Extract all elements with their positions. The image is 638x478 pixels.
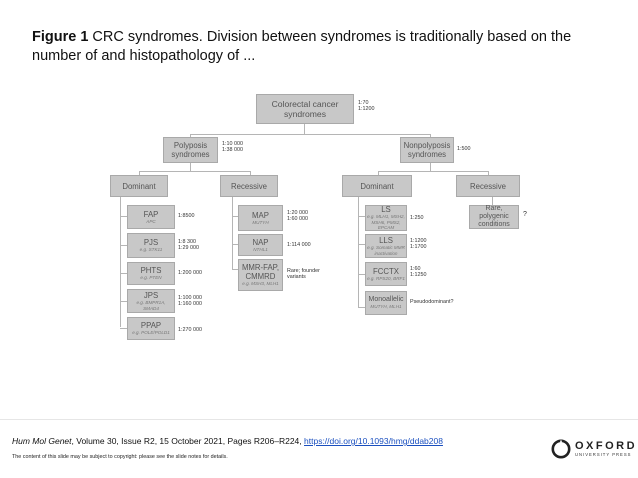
- monoallelic-frequency: Pseudodominant?: [410, 299, 454, 305]
- figure-label: Figure 1: [32, 29, 89, 45]
- map-node: MAP MUTYH: [238, 205, 283, 231]
- pjs-frequency: 1:8 300 1:29 000: [178, 239, 199, 252]
- logo-sub: UNIVERSITY PRESS: [575, 451, 632, 457]
- polyposis-recessive-node: Recessive: [220, 175, 278, 197]
- citation-text: , Volume 30, Issue R2, 15 October 2021, …: [71, 436, 305, 446]
- citation: Hum Mol Genet, Volume 30, Issue R2, 15 O…: [12, 436, 443, 446]
- lls-frequency: 1:1200 1:1700: [410, 238, 427, 251]
- crc-syndromes-node: Colorectal cancer syndromes: [256, 94, 354, 124]
- figure-caption: Figure 1 CRC syndromes. Division between…: [32, 28, 592, 66]
- fap-node: FAP APC: [127, 205, 175, 229]
- oxford-emblem-icon: [551, 439, 571, 459]
- pjs-node: PJS e.g. STK11: [127, 233, 175, 258]
- jps-node: JPS e.g. BMPR1A, SMAD4: [127, 289, 175, 313]
- journal-name: Hum Mol Genet: [12, 436, 72, 446]
- nonpolyposis-syndromes-node: Nonpolyposis syndromes: [400, 137, 454, 163]
- mmr-fap-cmmrd-frequency: Rare; founder variants: [287, 268, 320, 281]
- crc-syndromes-label-2: syndromes: [283, 109, 327, 119]
- polyposis-syndromes-node: Polyposis syndromes: [163, 137, 218, 163]
- mmr-fap-cmmrd-node: MMR-FAP, CMMRD e.g. MSH3, MLH1: [238, 259, 283, 291]
- ls-node: LS e.g. MLH1, MSH2, MSH6, PMS2, EPCAM: [365, 205, 407, 231]
- rare-polygenic-note: ?: [523, 211, 527, 218]
- polyposis-frequency: 1:10 000 1:38 000: [222, 141, 243, 154]
- nap-frequency: 1:114 000: [287, 242, 311, 248]
- lls-node: LLS e.g. Somatic MMR inactivation: [365, 234, 407, 258]
- nap-node: NAP NTHL1: [238, 234, 283, 256]
- monoallelic-node: Monoallelic MUTYH, MLH1: [365, 291, 407, 315]
- polyposis-dominant-node: Dominant: [110, 175, 168, 197]
- fcctx-frequency: 1:60 1:1250: [410, 266, 427, 279]
- copyright-notice: The content of this slide may be subject…: [12, 454, 228, 460]
- map-frequency: 1:20 000 1:60 000: [287, 210, 308, 223]
- fap-frequency: 1:8500: [178, 213, 195, 219]
- crc-syndrome-diagram: Colorectal cancer syndromes 1:70 1:1200 …: [110, 94, 527, 340]
- ls-frequency: 1:250: [410, 215, 424, 221]
- nonpolyposis-dominant-node: Dominant: [342, 175, 412, 197]
- doi-link[interactable]: https://doi.org/10.1093/hmg/ddab208: [304, 436, 443, 446]
- phts-frequency: 1:200 000: [178, 270, 202, 276]
- crc-syndromes-label-1: Colorectal cancer: [271, 99, 339, 109]
- phts-node: PHTS e.g. PTEN: [127, 262, 175, 285]
- logo-name: OXFORD: [575, 439, 638, 452]
- oxford-logo: OXFORD UNIVERSITY PRESS: [551, 439, 637, 459]
- ppap-node: PPAP e.g. POLE/POLD1: [127, 317, 175, 340]
- footer-separator: [0, 419, 638, 420]
- ppap-frequency: 1:270 000: [178, 327, 202, 333]
- crc-syndromes-frequency: 1:70 1:1200: [358, 100, 375, 113]
- nonpolyposis-frequency: 1:500: [457, 146, 471, 152]
- figure-caption-text: CRC syndromes. Division between syndrome…: [32, 29, 572, 64]
- rare-polygenic-node: Rare, polygenic conditions: [469, 205, 519, 229]
- nonpolyposis-recessive-node: Recessive: [456, 175, 520, 197]
- fcctx-node: FCCTX e.g. RPS20, BRF1: [365, 262, 407, 286]
- jps-frequency: 1:100 000 1:160 000: [178, 295, 202, 308]
